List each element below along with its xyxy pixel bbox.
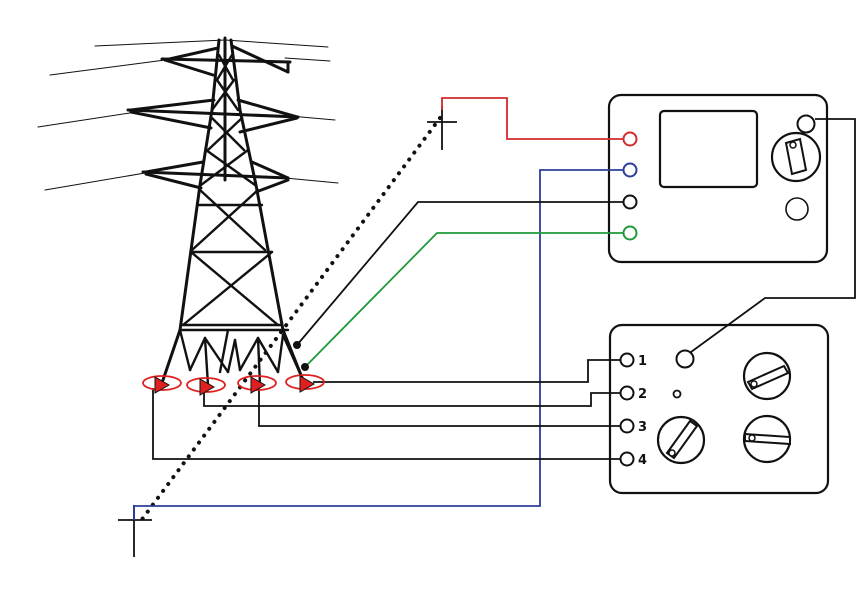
leg-clamp-sensors — [142, 374, 325, 396]
leg-multiplexer-unit: 1 2 3 4 — [608, 323, 830, 495]
leg-lead-1 — [313, 359, 620, 383]
tower-lattice — [181, 53, 284, 327]
transmission-tower-icon — [37, 36, 339, 387]
terminal-socket-icon[interactable] — [622, 162, 638, 178]
tower-legs — [161, 36, 305, 382]
earth-tester-display — [658, 109, 759, 189]
rotary-knob-icon[interactable] — [742, 351, 792, 401]
remote-interlink-cable — [690, 118, 856, 353]
terminal-label-3: 3 — [638, 420, 647, 435]
ground-stake-icon — [427, 106, 457, 150]
potential-probe-lead — [133, 169, 623, 520]
terminal-label-4: 4 — [638, 453, 647, 468]
terminal-label-2: 2 — [638, 387, 647, 402]
leg-lead-4 — [152, 388, 620, 460]
terminal-socket-icon[interactable] — [619, 418, 635, 434]
multiplexer-remote-jack[interactable] — [675, 349, 695, 369]
rotary-knob-icon[interactable] — [742, 414, 792, 464]
terminal-socket-icon[interactable] — [619, 385, 635, 401]
earth-tester-button[interactable] — [785, 197, 809, 221]
terminal-socket-icon[interactable] — [622, 225, 638, 241]
earth-tester-unit — [607, 93, 829, 264]
tower-connection-node — [301, 363, 309, 371]
leg-clamp-icon — [142, 375, 182, 394]
leg-clamp-icon — [285, 374, 325, 393]
connection-leads — [133, 97, 856, 520]
terminal-socket-icon[interactable] — [619, 451, 635, 467]
terminal-socket-icon[interactable] — [622, 194, 638, 210]
rotary-knob-icon[interactable] — [656, 415, 706, 465]
tower-connection-node — [293, 341, 301, 349]
leg-lead-3 — [258, 388, 620, 427]
leg-lead-2 — [203, 388, 620, 407]
terminal-label-1: 1 — [638, 354, 647, 369]
current-probe-lead — [441, 97, 623, 140]
tower-base — [161, 328, 305, 387]
rotary-knob-icon[interactable] — [770, 131, 822, 183]
multiplexer-indicator — [672, 389, 682, 399]
terminal-socket-icon[interactable] — [619, 352, 635, 368]
leg-clamp-icon — [186, 377, 226, 396]
terminal-socket-icon[interactable] — [622, 131, 638, 147]
leg-clamp-icon — [237, 375, 277, 394]
earth-tester-remote-jack[interactable] — [796, 114, 816, 134]
tower-cross-arms — [126, 44, 300, 194]
tower-lead — [296, 201, 623, 346]
guard-lead — [304, 232, 623, 368]
